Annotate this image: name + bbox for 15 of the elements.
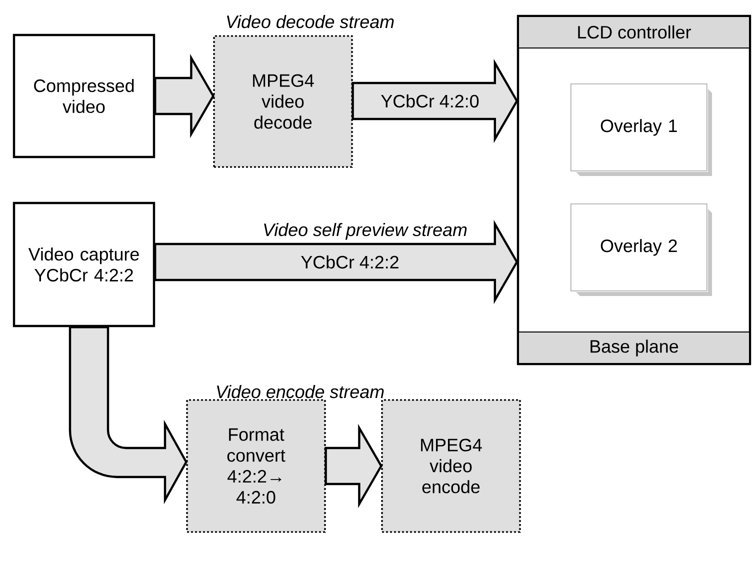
routine-box: MPEG4 video decode [213, 35, 353, 168]
block-arrow [154, 220, 518, 304]
routine-box: Format convert 4:2:2→ 4:2:0 [186, 399, 326, 533]
block-arrow [324, 424, 382, 508]
process-box: Compressed video [12, 34, 156, 158]
process-box: Video capture YCbCr 4:2:2 [12, 202, 156, 328]
block-arrow [154, 54, 214, 138]
overlay-box: Overlay 1 [570, 84, 712, 176]
block-arrow [68, 326, 188, 502]
edge-label: YCbCr 4:2:2 [300, 254, 400, 270]
stream-label: Video encode stream [216, 385, 384, 398]
overlay-box: Overlay 2 [570, 204, 712, 296]
stream-label: Video self preview stream [264, 223, 467, 240]
routine-box: MPEG4 video encode [381, 399, 521, 533]
edge-label: YCbCr 4:2:0 [380, 93, 480, 109]
